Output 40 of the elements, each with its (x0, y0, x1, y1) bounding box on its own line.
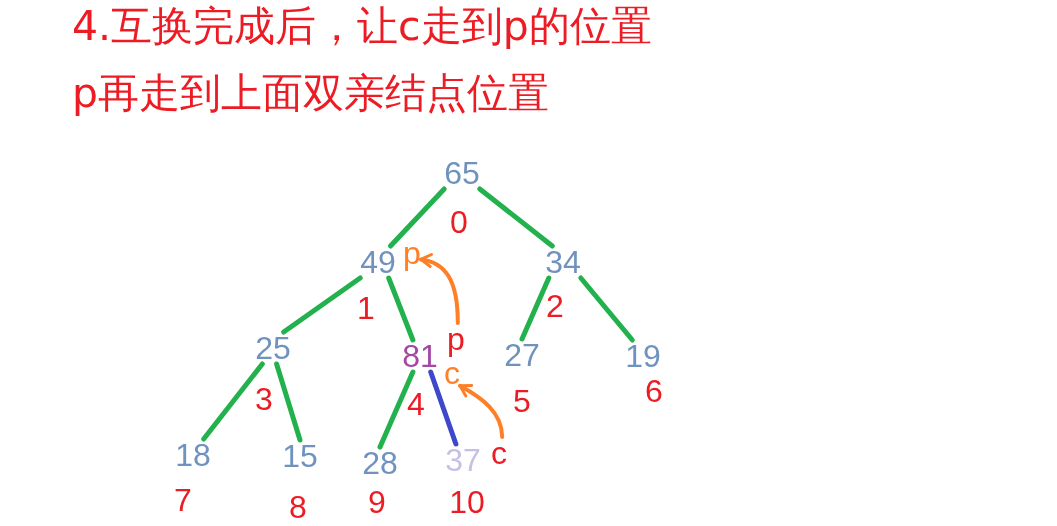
index-number: 4 (407, 388, 425, 420)
index-number: 5 (513, 385, 531, 417)
index-number: 7 (174, 484, 192, 516)
pointer-arrow (458, 383, 505, 439)
pointer-label: c (444, 357, 460, 389)
node-value: 28 (362, 447, 398, 479)
index-number: 3 (255, 383, 273, 415)
node-value: 19 (625, 340, 661, 372)
index-number: 8 (289, 491, 307, 523)
tree-edge (388, 186, 447, 249)
node-value: 25 (255, 332, 291, 364)
tree-edge (274, 361, 303, 443)
pointer-arrow (418, 253, 460, 325)
pointer-label: p (403, 237, 421, 269)
node-value: 49 (360, 246, 396, 278)
node-value: 37 (445, 444, 481, 476)
index-number: 6 (645, 375, 663, 407)
node-value: 65 (444, 157, 480, 189)
tree-edge (578, 275, 635, 343)
tree-edge (377, 369, 416, 450)
node-value: 81 (402, 340, 438, 372)
index-number: 9 (368, 486, 386, 518)
tree-edge (519, 275, 552, 342)
tree-edge (281, 275, 363, 335)
node-value: 34 (545, 246, 581, 278)
pointer-label: p (447, 323, 465, 355)
tree-edge (386, 275, 416, 343)
index-number: 1 (357, 292, 375, 324)
pointer-label: c (491, 437, 507, 469)
instruction-text: p再走到上面双亲结点位置 (72, 69, 550, 117)
node-value: 18 (175, 439, 211, 471)
index-number: 0 (450, 206, 468, 238)
tree-edge (477, 186, 555, 249)
tree-edge (201, 361, 265, 442)
node-value: 27 (504, 339, 540, 371)
index-number: 2 (546, 290, 564, 322)
node-value: 15 (282, 440, 318, 472)
title: 4.互换完成后，让c走到p的位置 (72, 2, 652, 50)
index-number: 10 (449, 486, 485, 518)
tree-edge (428, 369, 459, 447)
